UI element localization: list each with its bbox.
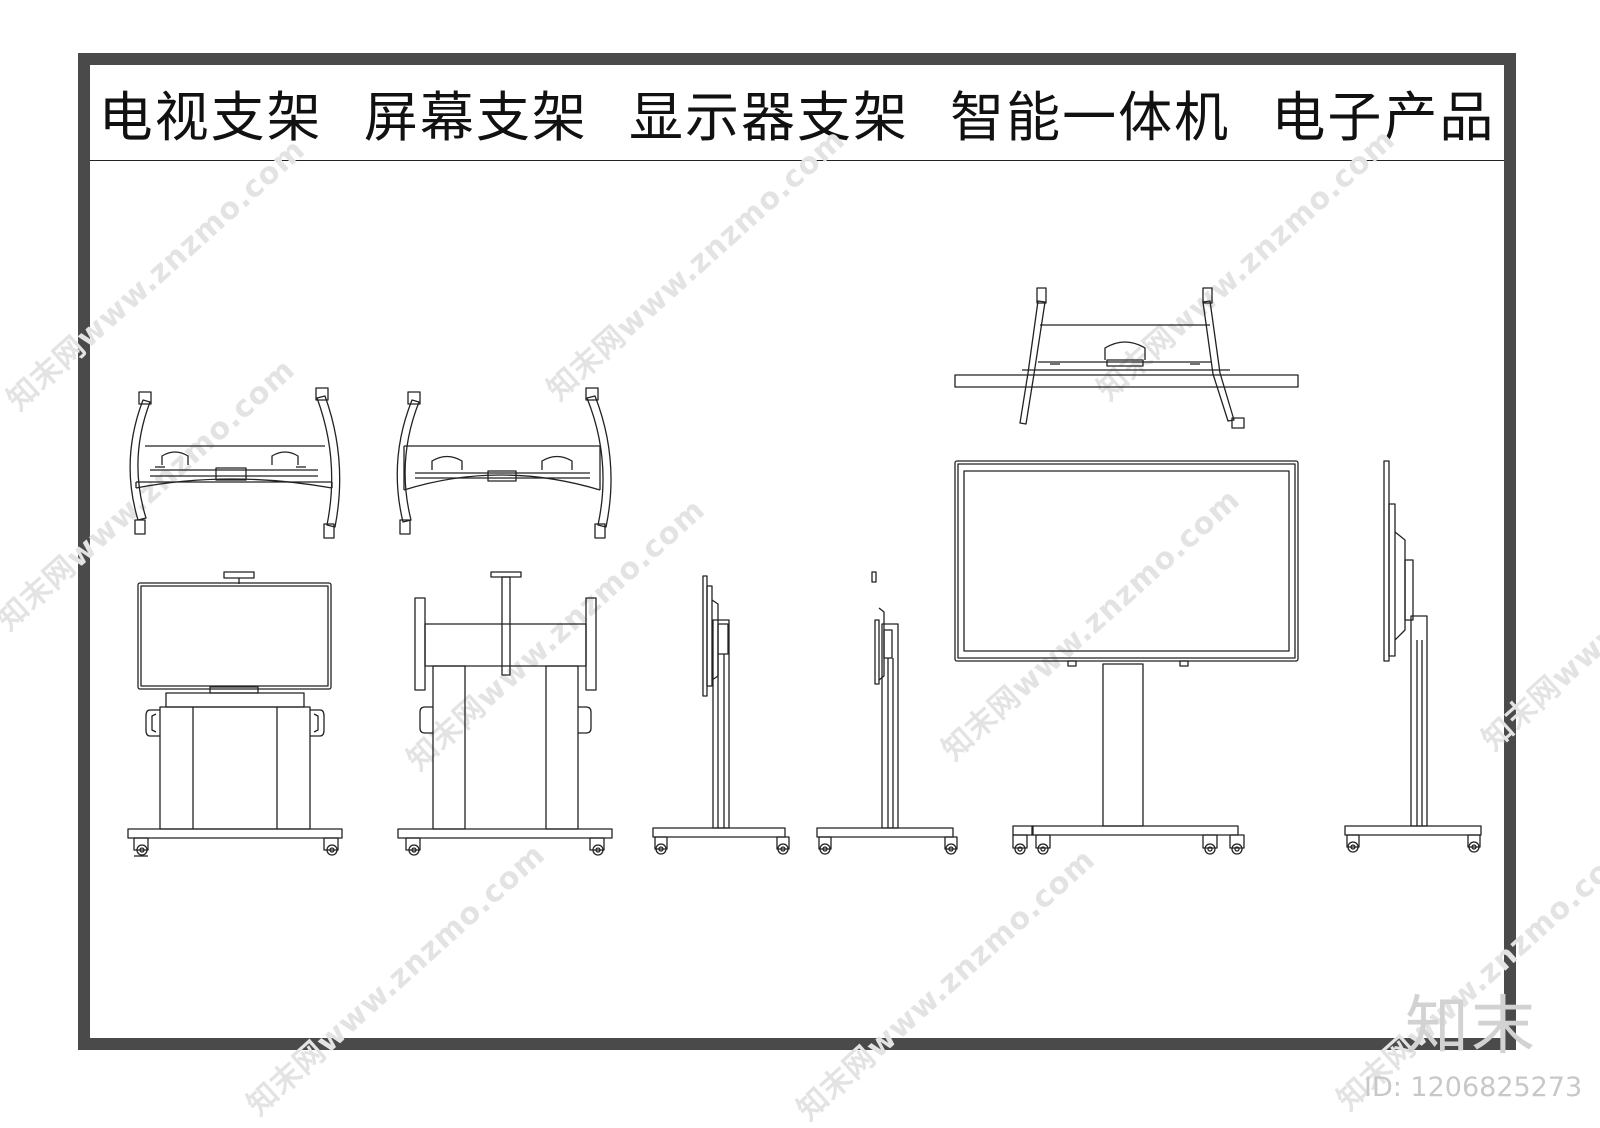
top-view-stand-1 [129,387,341,539]
drawing-sheet: 电视支架 屏幕支架 显示器支架 智能一体机 电子产品 [78,53,1516,1050]
back-view-stand-2 [397,571,613,856]
side-view-stand-3 [652,575,790,855]
title-bar: 电视支架 屏幕支架 显示器支架 智能一体机 电子产品 [90,65,1504,161]
side-view-stand-6 [1344,460,1482,853]
top-view-stand-3 [954,287,1299,429]
page-title: 电视支架 屏幕支架 显示器支架 智能一体机 电子产品 [98,86,1496,149]
image-id-label: ID: 1206825273 [1364,1072,1583,1103]
top-view-stand-2 [396,387,612,539]
front-view-stand-5 [954,460,1299,855]
brand-logo: 知末 [1405,990,1537,1064]
front-view-stand-1 [127,571,343,857]
side-view-stand-4 [816,571,958,855]
